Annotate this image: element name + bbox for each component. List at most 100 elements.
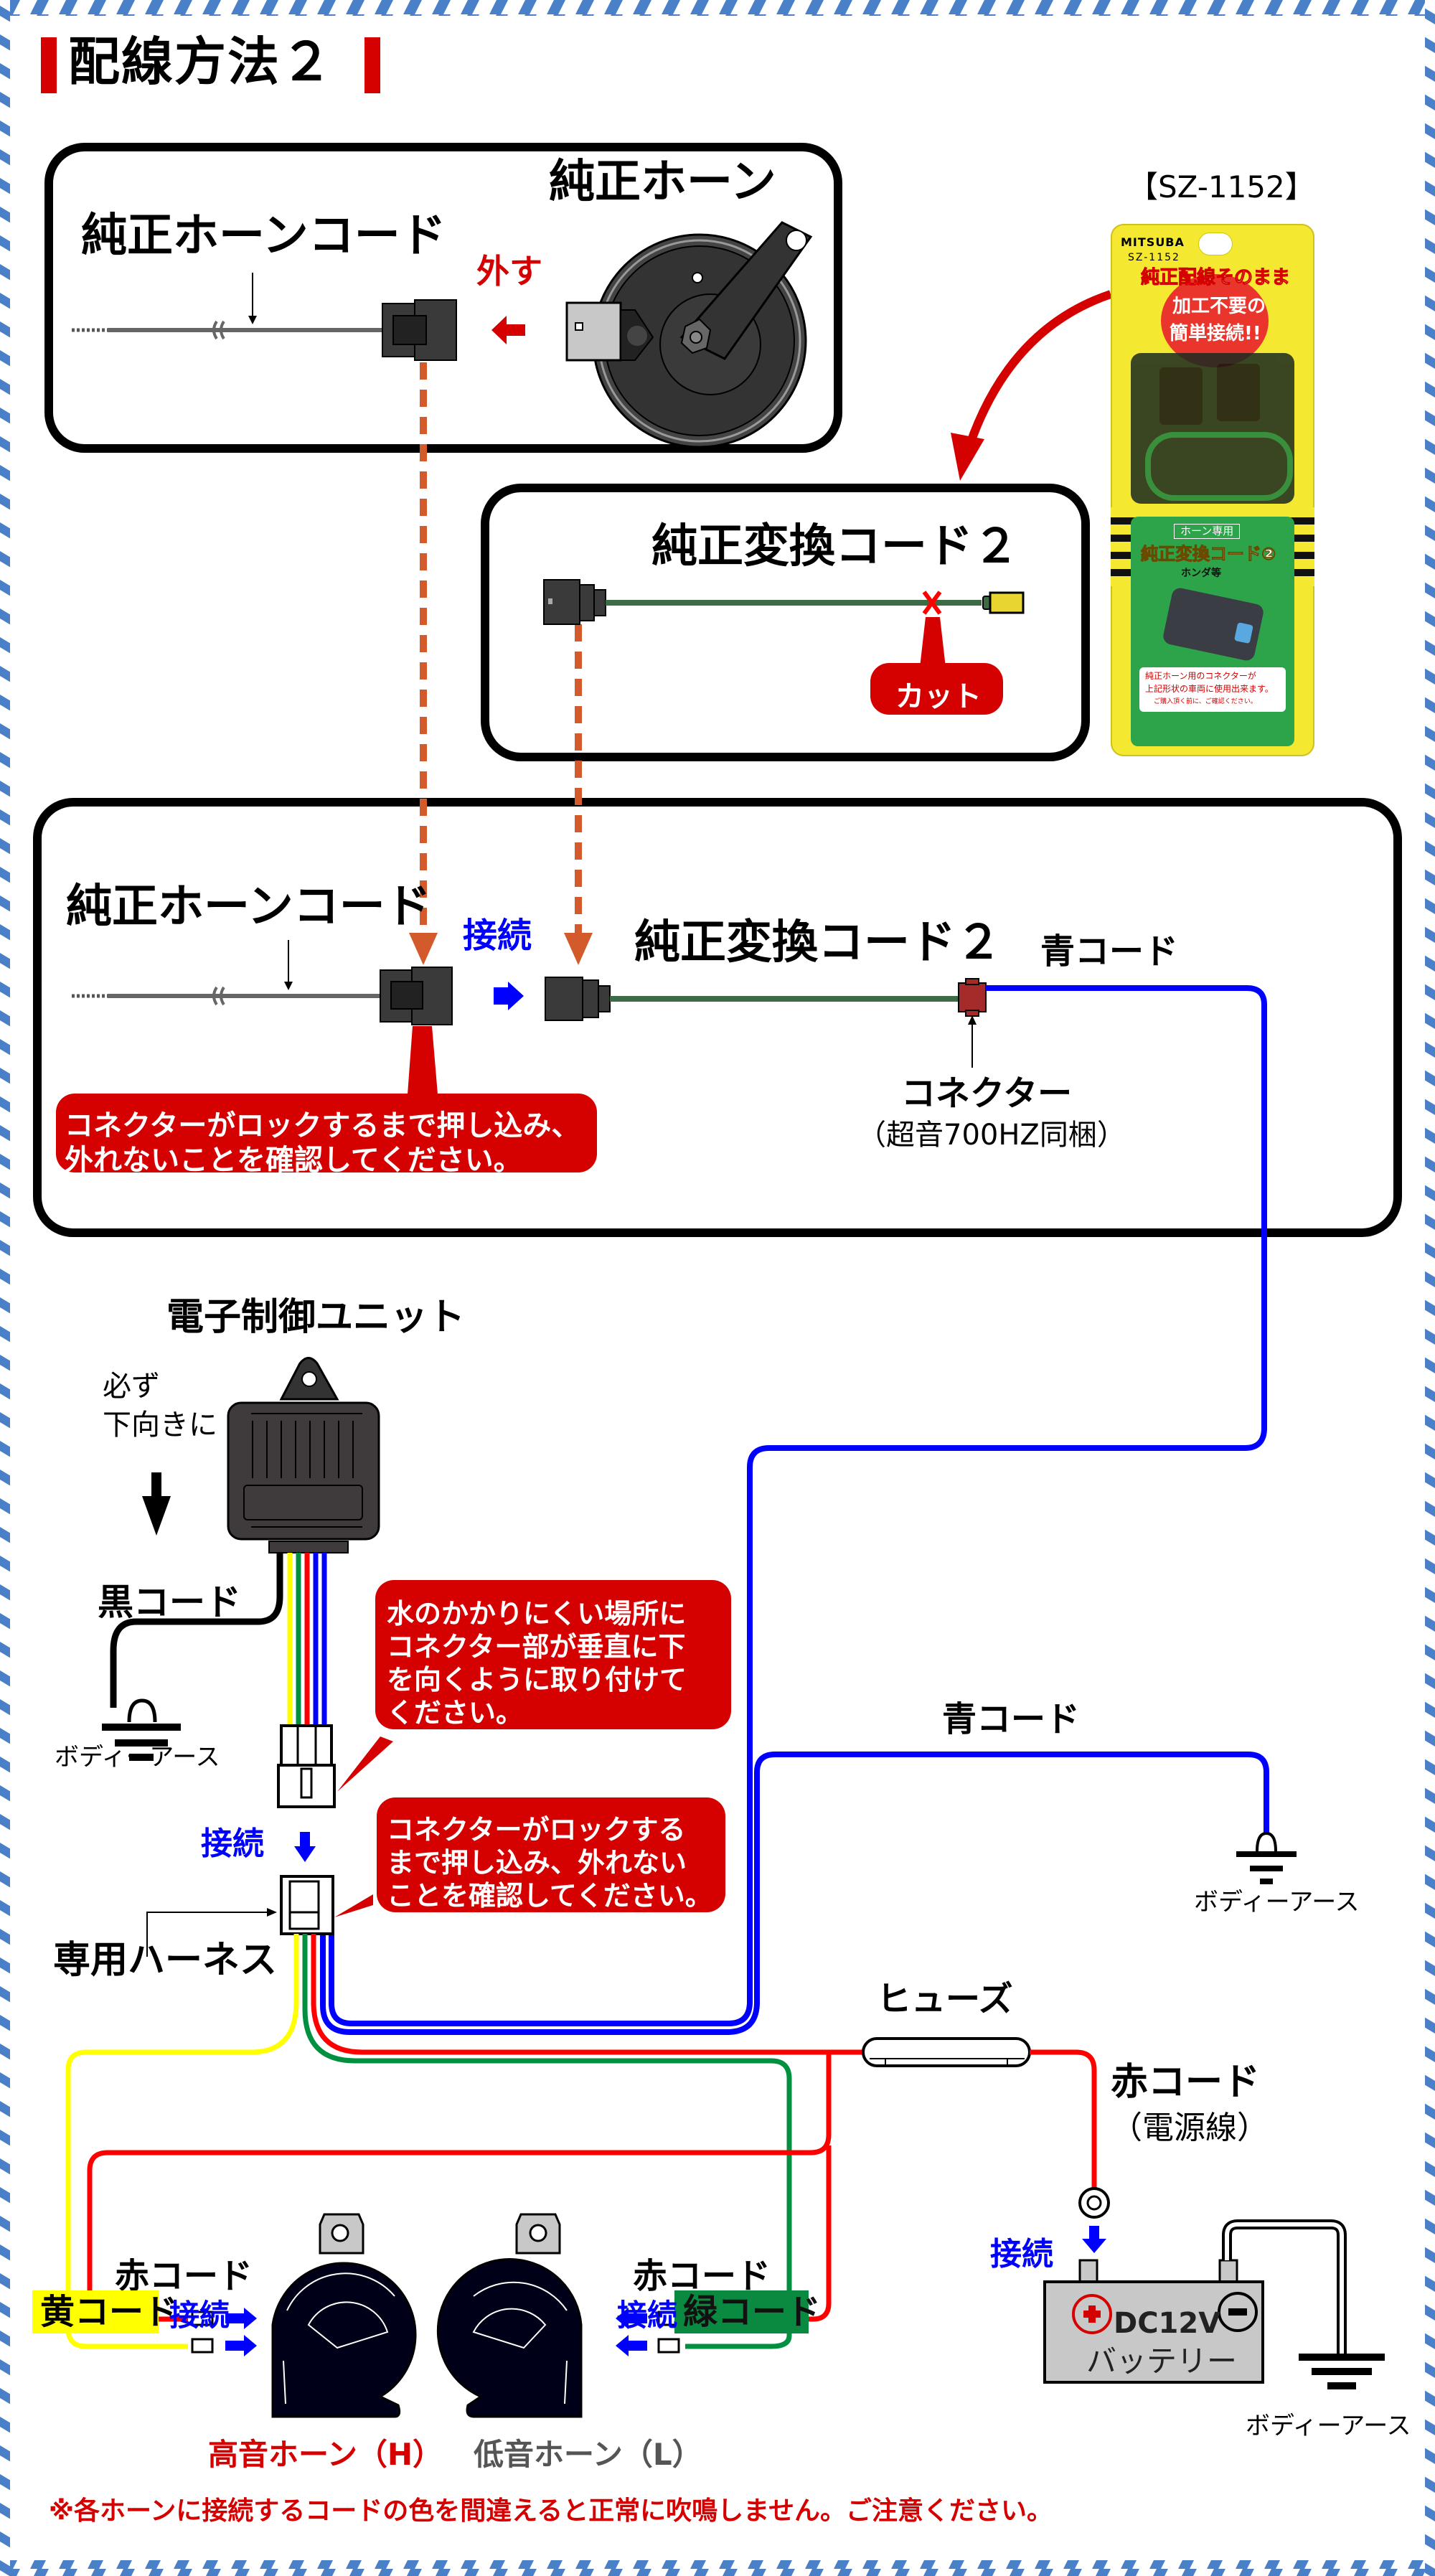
adapter-connector-2	[545, 977, 611, 1021]
ground-label-2: ボディーアース	[1194, 1888, 1360, 1917]
cut-mark	[922, 591, 942, 615]
water-note-line: 水のかかりにくい場所に	[387, 1598, 687, 1630]
ground-icon-2	[1236, 1831, 1297, 1884]
water-note-line: コネクター部が垂直に下	[387, 1631, 686, 1663]
blue-wire-main	[329, 985, 1267, 2026]
package-green-panel: ホーン専用 純正変換コード② ホンダ等 純正ホーン用のコネクターが 上記形状の車…	[1131, 517, 1294, 746]
product-note2: 上記形状の車両に使用出来ます。	[1145, 684, 1274, 694]
lock-note-line: コネクターがロックする	[387, 1814, 686, 1846]
high-horn-connect-label: 接続	[169, 2298, 230, 2333]
low-horn-name: 低音ホーン（L）	[474, 2437, 702, 2472]
yellow-terminal	[982, 591, 1025, 614]
original-horn-icon	[565, 221, 813, 448]
fuse-icon	[862, 2037, 1031, 2067]
pointer-arrow-1	[248, 316, 257, 324]
ecu-icon	[227, 1357, 380, 1553]
black-cord-label: 黒コード	[98, 1581, 241, 1623]
warning-line2: 外れないことを確認してください。	[65, 1144, 522, 1177]
footer-note: ※各ホーンに接続するコードの色を間違えると正常に吹鳴しません。ご注意ください。	[49, 2496, 1053, 2526]
harness-label: 専用ハーネス	[53, 1939, 278, 1982]
product-model-label: 【SZ-1152】	[1128, 169, 1315, 205]
package-hang-hole	[1198, 232, 1233, 255]
box-adapter-cord	[481, 484, 1090, 761]
break-mark-1	[212, 320, 225, 340]
title-bar-left	[41, 37, 57, 93]
dashed-arrow-2	[564, 933, 593, 965]
yellow-wire	[65, 1934, 299, 2349]
orientation-arrow-head	[142, 1496, 171, 1536]
fuse-label: ヒューズ	[877, 1979, 1013, 2019]
product-headline1: 純正配線そのまま	[1140, 267, 1291, 288]
box-connection	[33, 798, 1402, 1237]
red-wire-main	[311, 1934, 861, 2055]
product-brand: MITSUBA	[1121, 235, 1185, 249]
battery-connect-arrow	[1082, 2239, 1106, 2253]
cut-label: カット	[895, 680, 982, 713]
headline-circle	[1161, 274, 1269, 367]
black-cord	[110, 1553, 283, 1708]
yellow-cord-label: 黄コード	[40, 2292, 179, 2332]
water-note-line: を向くように取り付けて	[387, 1664, 687, 1696]
original-horn-label: 純正ホーン	[549, 156, 776, 209]
lock-note-callout: コネクターがロックする まで押し込み、外れない ことを確認してください。	[377, 1797, 725, 1912]
blue-wire-inner	[320, 1894, 760, 2035]
orientation-line2: 下向きに	[103, 1409, 217, 1442]
lock-note-line: まで押し込み、外れない	[387, 1847, 687, 1879]
high-arrow-2	[225, 2335, 257, 2356]
connect-arrow-right	[494, 982, 524, 1010]
product-maker: ホンダ等	[1181, 568, 1221, 579]
remove-label: 外す	[476, 252, 542, 291]
battery-connect-label: 接続	[990, 2236, 1053, 2272]
battery-icon	[1043, 2259, 1264, 2384]
ground-label-1: ボディーアース	[55, 1743, 220, 1772]
red-cord-power-sub: （電源線）	[1111, 2110, 1269, 2146]
connector-label: コネクター	[901, 1073, 1073, 1114]
yellow-cord-tag	[32, 2290, 159, 2333]
dashed-arrow-1	[409, 933, 438, 965]
cut-callout: カット	[870, 663, 1003, 715]
product-headline3: 簡単接続!!	[1170, 323, 1261, 344]
blue-cord-label-top: 青コード	[1040, 931, 1179, 972]
lock-note-line: ことを確認してください。	[387, 1880, 712, 1912]
low-arrow-2	[616, 2335, 647, 2356]
product-package: MITSUBA SZ-1152 純正配線そのまま 加工不要の 簡単接続!! ホー…	[1111, 224, 1314, 756]
ground-icon-1	[102, 1698, 181, 1761]
original-cord-label-1: 純正ホーンコード	[81, 210, 446, 263]
battery-label: バッテリー	[1086, 2344, 1238, 2379]
high-horn-name: 高音ホーン（H）	[208, 2437, 443, 2472]
product-model: SZ-1152	[1128, 252, 1180, 263]
orientation-arrow-shaft	[151, 1472, 161, 1498]
ground-icon-3	[1299, 2354, 1385, 2389]
low-arrow-1	[616, 2308, 647, 2329]
adapter-title: 純正変換コード２	[651, 520, 1019, 573]
product-connector-photo	[1162, 586, 1265, 662]
product-note-box: 純正ホーン用のコネクターが 上記形状の車両に使用出来ます。 ご購入頂く前に、ご確…	[1139, 667, 1286, 712]
low-horn-connect-label: 接続	[617, 2298, 678, 2333]
high-horn-red-label: 赤コード	[115, 2256, 253, 2296]
original-cord-label-2: 純正ホーンコード	[66, 880, 431, 934]
water-note-callout: 水のかかりにくい場所に コネクター部が垂直に下 を向くように取り付けて ください…	[375, 1580, 731, 1729]
product-note3: ご購入頂く前に、ご確認ください。	[1154, 698, 1257, 705]
water-note-line: ください。	[387, 1697, 524, 1729]
battery-voltage: DC12V	[1114, 2307, 1221, 2340]
green-wire	[302, 1934, 792, 2349]
red-power-wire	[1030, 2049, 1097, 2189]
low-horn-red-label: 赤コード	[633, 2256, 771, 2296]
adapter-label-2: 純正変換コード２	[634, 916, 1002, 969]
connect-arrow-down	[294, 1846, 316, 1862]
high-red-terminal	[191, 2311, 214, 2326]
title-bar-right	[364, 37, 380, 93]
warning-line1: コネクターがロックするまで押し込み、	[65, 1109, 580, 1142]
page-title: 配線方法２	[68, 32, 334, 92]
red-connector	[958, 978, 987, 1017]
low-horn-icon	[436, 2213, 583, 2418]
product-arrow	[961, 290, 1112, 461]
adapter-connector-top	[543, 579, 606, 625]
green-cord-label: 緑コード	[683, 2292, 822, 2332]
box-original-horn	[44, 143, 842, 453]
product-name: 純正変換コード②	[1140, 544, 1276, 564]
product-headline2: 加工不要の	[1172, 296, 1266, 317]
blue-wire-ground	[754, 1752, 1269, 2002]
orientation-line1: 必ず	[103, 1370, 160, 1403]
